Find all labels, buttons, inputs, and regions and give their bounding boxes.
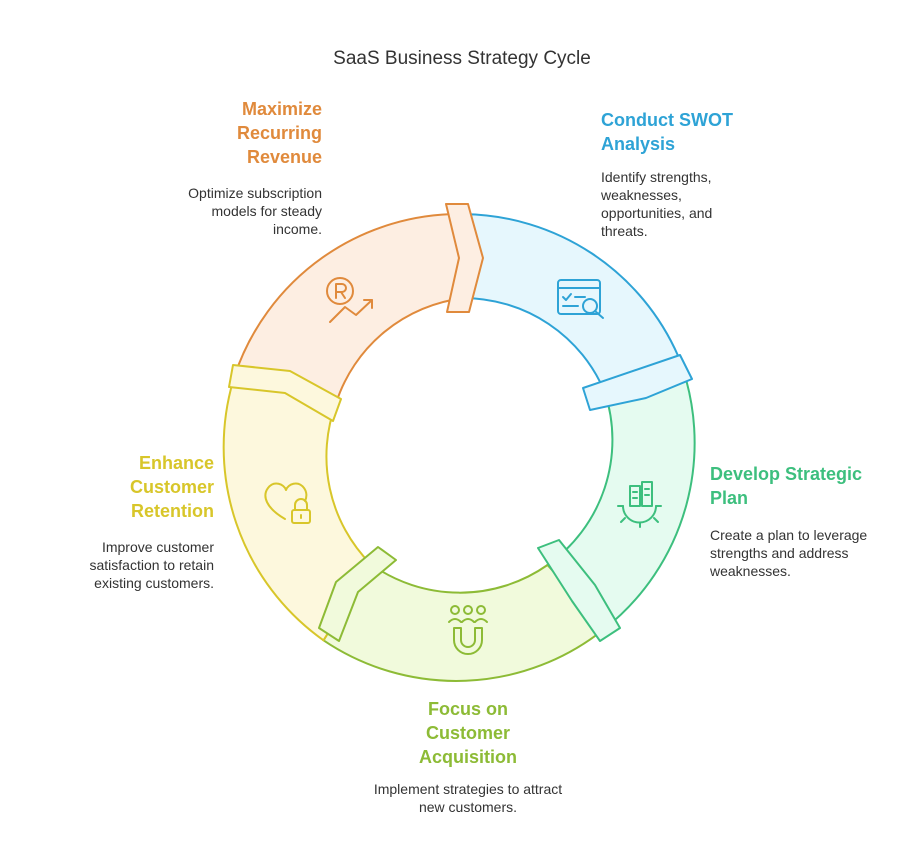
- people-magnet-icon: [448, 605, 488, 655]
- stage-title-customer-retention: Enhance Customer Retention: [129, 453, 214, 521]
- connector-retention-to-revenue: [228, 364, 342, 422]
- segment-customer-acquisition: [322, 562, 606, 682]
- stage-description-customer-acquisition: Implement strategies to attract new cust…: [373, 781, 563, 815]
- stage-description-strategic-plan: Create a plan to leverage strengths and …: [710, 527, 868, 579]
- stage-description-customer-retention: Improve customer satisfaction to retain …: [89, 539, 214, 591]
- connector-swot-to-plan: [582, 354, 693, 411]
- stage-description-recurring-revenue: Optimize subscription models for steady …: [188, 185, 322, 237]
- stage-title-recurring-revenue: Maximize Recurring Revenue: [236, 99, 322, 167]
- stage-description-swot: Identify strengths, weaknesses, opportun…: [601, 169, 713, 239]
- gear-plan-icon: [617, 481, 662, 528]
- segment-recurring-revenue: [233, 213, 465, 405]
- stage-title-swot: Conduct SWOT Analysis: [601, 110, 733, 154]
- connector-acquisition-to-retention: [318, 546, 397, 642]
- connector-revenue-to-swot: [445, 203, 484, 313]
- stage-title-strategic-plan: Develop Strategic Plan: [710, 464, 863, 508]
- checklist-magnifier-icon: [557, 279, 604, 319]
- heart-lock-icon: [264, 482, 311, 524]
- stage-title-customer-acquisition: Focus on Customer Acquisition: [419, 699, 517, 767]
- connector-plan-to-acquisition: [537, 539, 621, 642]
- segment-customer-retention: [222, 375, 373, 642]
- page-title: SaaS Business Strategy Cycle: [333, 48, 591, 69]
- revenue-growth-icon: [326, 277, 373, 323]
